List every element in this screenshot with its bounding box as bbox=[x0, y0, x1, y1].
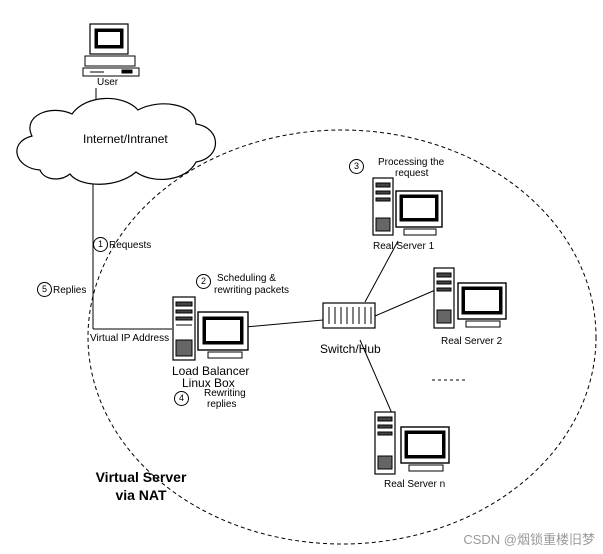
replies-label: Replies bbox=[53, 285, 87, 296]
step-1-badge: 1 bbox=[93, 237, 108, 252]
requests-label: Requests bbox=[109, 240, 152, 251]
user-computer-icon bbox=[82, 23, 140, 77]
real-server-1-label: Real Server 1 bbox=[373, 241, 435, 252]
switch-hub-label: Switch/Hub bbox=[320, 342, 381, 356]
virtual-server-boundary bbox=[87, 129, 597, 545]
step-4-badge: 4 bbox=[174, 391, 189, 406]
real-server-1-icon bbox=[372, 177, 443, 236]
rewriting-label-line2: replies bbox=[207, 399, 237, 410]
step-2-badge: 2 bbox=[196, 274, 211, 289]
internet-cloud bbox=[16, 97, 217, 185]
step-5-badge: 5 bbox=[37, 282, 52, 297]
user-label: User bbox=[97, 77, 119, 88]
diagram-title-line2: via NAT bbox=[115, 487, 167, 503]
load-balancer-icon bbox=[172, 296, 249, 361]
load-balancer-label-line1: Load Balancer bbox=[172, 364, 250, 378]
network-links bbox=[92, 88, 441, 419]
real-server-2-icon bbox=[433, 267, 507, 329]
processing-label-line2: request bbox=[395, 168, 429, 179]
real-server-2-label: Real Server 2 bbox=[441, 336, 503, 347]
load-balancer-label-line2: Linux Box bbox=[182, 376, 235, 390]
scheduling-label-line2: rewriting packets bbox=[214, 285, 290, 296]
virtual-ip-label: Virtual IP Address bbox=[90, 333, 170, 344]
diagram-title-line1: Virtual Server bbox=[95, 469, 187, 485]
watermark: CSDN @烟锁重楼旧梦 bbox=[463, 532, 595, 547]
diagram-title: Virtual Server via NAT bbox=[88, 468, 194, 504]
scheduling-label-line1: Scheduling & bbox=[217, 273, 276, 284]
switch-hub-icon bbox=[322, 302, 376, 329]
rewriting-label-line1: Rewriting bbox=[204, 388, 246, 399]
cloud-label: Internet/Intranet bbox=[83, 132, 168, 146]
real-server-n-icon bbox=[374, 411, 450, 475]
processing-label-line1: Processing the bbox=[378, 157, 445, 168]
real-server-n-label: Real Server n bbox=[384, 479, 446, 490]
step-3-badge: 3 bbox=[349, 159, 364, 174]
